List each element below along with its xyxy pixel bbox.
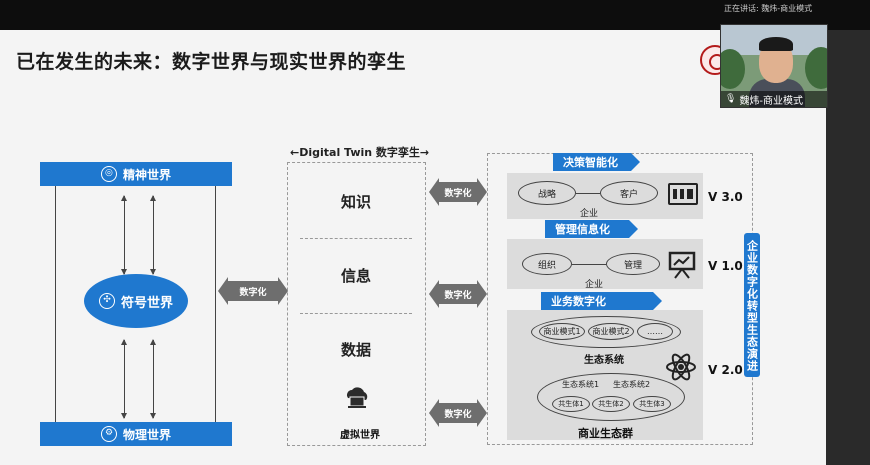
right-border-line [215,186,216,422]
digitize-label: 数字化 [239,285,266,298]
separator [300,313,412,314]
symbol-world-ellipse: ✣ 符号世界 [84,274,188,328]
business-model-2: 商业模式2 [588,323,634,340]
business-digitization-tag: 业务数字化 [541,292,653,310]
presentation-board-icon [667,250,697,280]
participant-name-bar: 🎙 魏炜-商业模式 [721,91,827,107]
customer-oval: 客户 [600,181,658,205]
version-2-label: V 2.0 [708,363,743,377]
symbiont-2: 共生体2 [592,396,630,412]
network-icon: ✣ [99,293,115,309]
information-cell: 信息 [292,242,420,308]
management-oval: 管理 [606,253,660,275]
enterprise-label-v3: 企业 [580,206,598,219]
ecosystem-2-label: 生态系统2 [613,379,650,390]
version-3-label: V 3.0 [708,190,743,204]
transformation-vertical-text: 企业数字化转型生态演进 [746,240,759,372]
participant-name: 魏炜-商业模式 [739,92,803,107]
digitize-arrow-3: 数字化 [439,403,477,423]
arrow-up-down [124,340,125,418]
ecosystem-label: 生态系统 [584,351,624,366]
arrow-up-down [153,340,154,418]
digitize-arrow-left: 数字化 [228,281,278,301]
arrow-up-down [124,196,125,274]
version-1-label: V 1.0 [708,259,743,273]
transformation-vertical-bar: 企业数字化转型生态演进 [744,233,760,377]
left-border-line [55,186,56,422]
cloud-computer-icon [342,386,372,410]
symbol-world-label: 符号世界 [121,292,173,311]
organization-oval: 组织 [522,253,572,275]
slide-title: 已在发生的未来：数字世界与现实世界的孪生 [16,47,406,74]
digitize-label: 数字化 [444,407,471,420]
decision-intelligence-tag: 决策智能化 [553,153,631,171]
gear-icon: ⚙ [101,426,117,442]
business-model-more: …… [637,323,673,340]
microphone-icon: 🎙 [725,94,736,104]
video-person-hair [759,37,793,51]
knowledge-cell: 知识 [292,168,420,234]
spirit-world-bar: ◎ 精神世界 [40,162,232,186]
physical-world-bar: ⚙ 物理世界 [40,422,232,446]
business-eco-group-label: 商业生态群 [578,425,633,441]
separator [300,238,412,239]
data-cell: 数据 [292,316,420,382]
webcam-video-tile[interactable]: 🎙 魏炜-商业模式 [720,24,828,108]
spirit-world-label: 精神世界 [123,166,171,183]
link-line [576,193,600,194]
business-model-1: 商业模式1 [539,323,585,340]
enterprise-label-v1: 企业 [585,277,603,290]
brain-icon: ◎ [101,166,117,182]
ecosystem-1-label: 生态系统1 [562,379,599,390]
dashboard-icon [668,183,698,205]
digitize-arrow-2: 数字化 [439,284,477,304]
arrow-up-down [153,196,154,274]
digitize-label: 数字化 [444,186,471,199]
digitize-arrow-1: 数字化 [439,182,477,202]
right-strip [826,30,870,465]
digital-twin-label: ←Digital Twin 数字孪生→ [290,144,429,160]
symbiont-1: 共生体1 [552,396,590,412]
strategy-oval: 战略 [518,181,576,205]
link-line [572,264,606,265]
speaking-indicator: 正在讲话: 魏炜-商业模式 [724,3,812,14]
digitize-label: 数字化 [444,288,471,301]
atom-icon [664,350,698,384]
virtual-world-label: 虚拟世界 [340,426,380,441]
physical-world-label: 物理世界 [123,426,171,443]
management-info-tag: 管理信息化 [545,220,629,238]
symbiont-3: 共生体3 [633,396,671,412]
